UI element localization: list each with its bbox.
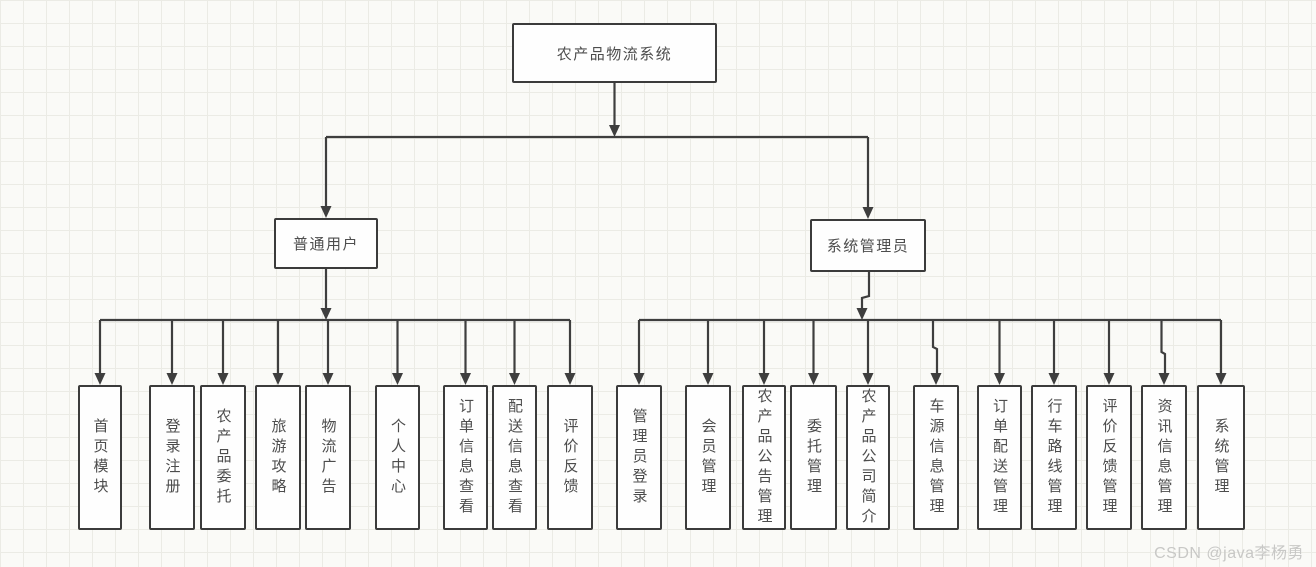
leaf-node: 订单配送管理 [977, 385, 1022, 530]
branch-node-regular-user-label: 普通用户 [292, 236, 359, 253]
arrowhead-down-icon [862, 373, 874, 385]
leaf-node: 车源信息管理 [913, 385, 959, 530]
leaf-node: 委托管理 [790, 385, 837, 530]
arrowhead-down-icon [862, 207, 874, 219]
arrowhead-down-icon [856, 308, 868, 320]
leaf-node: 会员管理 [685, 385, 731, 530]
leaf-node: 旅游攻略 [255, 385, 301, 530]
arrowhead-down-icon [320, 308, 332, 320]
arrowhead-down-icon [322, 373, 334, 385]
leaf-node: 管理员登录 [616, 385, 662, 530]
leaf-node: 配送信息查看 [492, 385, 537, 530]
leaf-node-label: 个人中心 [389, 417, 406, 498]
leaf-node: 评价反馈管理 [1086, 385, 1132, 530]
leaf-node-label: 农产品委托 [214, 407, 232, 508]
arrowhead-down-icon [564, 373, 576, 385]
leaf-node: 农产品公告管理 [742, 385, 786, 530]
arrowhead-down-icon [94, 373, 106, 385]
leaf-node-label: 农产品公司简介 [859, 387, 877, 528]
leaf-node-label: 订单信息查看 [457, 397, 474, 518]
leaf-node-label: 行车路线管理 [1045, 397, 1063, 518]
arrowhead-down-icon [509, 373, 520, 385]
leaf-node-label: 登录注册 [163, 417, 181, 498]
leaf-node: 首页模块 [78, 385, 122, 530]
leaf-node-label: 资讯信息管理 [1155, 397, 1173, 518]
leaf-node-label: 评价反馈 [561, 417, 579, 498]
leaf-node-label: 首页模块 [91, 417, 109, 498]
leaf-node: 农产品委托 [200, 385, 246, 530]
leaf-node-label: 农产品公告管理 [755, 387, 773, 528]
connector-line [860, 272, 871, 309]
leaf-node-label: 评价反馈管理 [1100, 397, 1118, 518]
leaf-node: 登录注册 [149, 385, 195, 530]
connector-line [1160, 320, 1167, 374]
arrowhead-down-icon [994, 373, 1005, 385]
leaf-node-label: 配送信息查看 [506, 397, 523, 518]
leaf-node-label: 订单配送管理 [991, 397, 1008, 518]
arrowhead-down-icon [1048, 373, 1060, 385]
leaf-node: 物流广告 [305, 385, 351, 530]
connector-line [931, 320, 939, 374]
leaf-node: 系统管理 [1197, 385, 1245, 530]
arrowhead-down-icon [702, 373, 714, 385]
leaf-node: 评价反馈 [547, 385, 593, 530]
leaf-node: 资讯信息管理 [1141, 385, 1187, 530]
arrowhead-down-icon [166, 373, 178, 385]
arrowhead-down-icon [217, 373, 229, 385]
leaf-node: 行车路线管理 [1031, 385, 1077, 530]
leaf-node-label: 委托管理 [805, 417, 822, 498]
arrowhead-down-icon [758, 373, 770, 385]
arrowhead-down-icon [808, 373, 819, 385]
leaf-node-label: 物流广告 [319, 417, 337, 498]
leaf-node-label: 会员管理 [699, 417, 717, 498]
leaf-node: 个人中心 [375, 385, 420, 530]
arrowhead-down-icon [460, 373, 471, 385]
arrowhead-down-icon [609, 125, 620, 137]
leaf-node: 订单信息查看 [443, 385, 488, 530]
arrowhead-down-icon [272, 373, 284, 385]
branch-node-system-admin-label: 系统管理员 [826, 238, 910, 255]
branch-node-regular-user: 普通用户 [274, 218, 378, 269]
arrowhead-down-icon [1215, 373, 1227, 385]
arrowhead-down-icon [1158, 373, 1170, 385]
arrowhead-down-icon [1103, 373, 1115, 385]
csdn-watermark: CSDN @java李杨勇 [1154, 545, 1304, 562]
arrowhead-down-icon [392, 373, 403, 385]
branch-node-system-admin: 系统管理员 [810, 219, 926, 272]
leaf-node-label: 管理员登录 [630, 407, 648, 508]
leaf-node: 农产品公司简介 [846, 385, 890, 530]
arrowhead-down-icon [320, 206, 332, 218]
arrowhead-down-icon [930, 373, 942, 385]
arrowhead-down-icon [633, 373, 645, 385]
leaf-node-label: 车源信息管理 [927, 397, 945, 518]
leaf-node-label: 系统管理 [1212, 417, 1230, 498]
root-node: 农产品物流系统 [512, 23, 717, 83]
root-node-label: 农产品物流系统 [556, 45, 673, 63]
leaf-node-label: 旅游攻略 [269, 417, 287, 498]
